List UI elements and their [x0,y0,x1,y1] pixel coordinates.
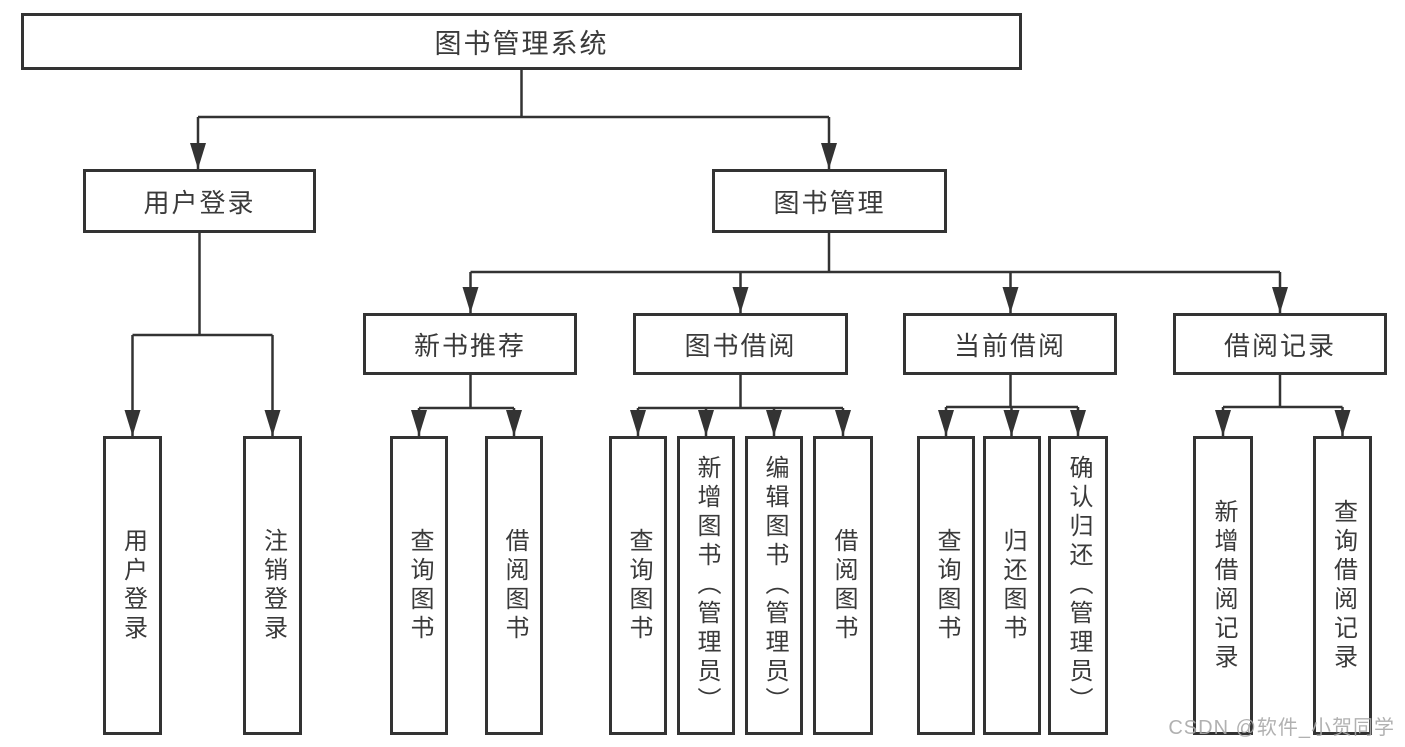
leaf-confirm-return-admin: 确认归还（管理员） [1048,436,1108,735]
leaf-borrow-books-2: 借阅图书 [813,436,873,735]
leaf-edit-books-admin: 编辑图书（管理员） [745,436,803,735]
node-user-login: 用户登录 [83,169,316,233]
node-book-borrowing: 图书借阅 [633,313,848,375]
leaf-user-login: 用户登录 [103,436,162,735]
leaf-borrow-books-1: 借阅图书 [485,436,543,735]
leaf-query-books-1: 查询图书 [390,436,448,735]
node-borrowing-records: 借阅记录 [1173,313,1387,375]
leaf-query-books-2: 查询图书 [609,436,667,735]
leaf-query-books-3: 查询图书 [917,436,975,735]
leaf-logout: 注销登录 [243,436,302,735]
node-new-book-recommendation: 新书推荐 [363,313,577,375]
leaf-query-borrow-record: 查询借阅记录 [1313,436,1372,735]
csdn-watermark: CSDN @软件_小贺同学 [1168,717,1395,739]
leaf-return-books: 归还图书 [983,436,1041,735]
node-book-management: 图书管理 [712,169,947,233]
node-current-borrowing: 当前借阅 [903,313,1117,375]
node-library-management-system: 图书管理系统 [21,13,1022,70]
leaf-add-borrow-record: 新增借阅记录 [1193,436,1253,735]
leaf-add-books-admin: 新增图书（管理员） [677,436,735,735]
